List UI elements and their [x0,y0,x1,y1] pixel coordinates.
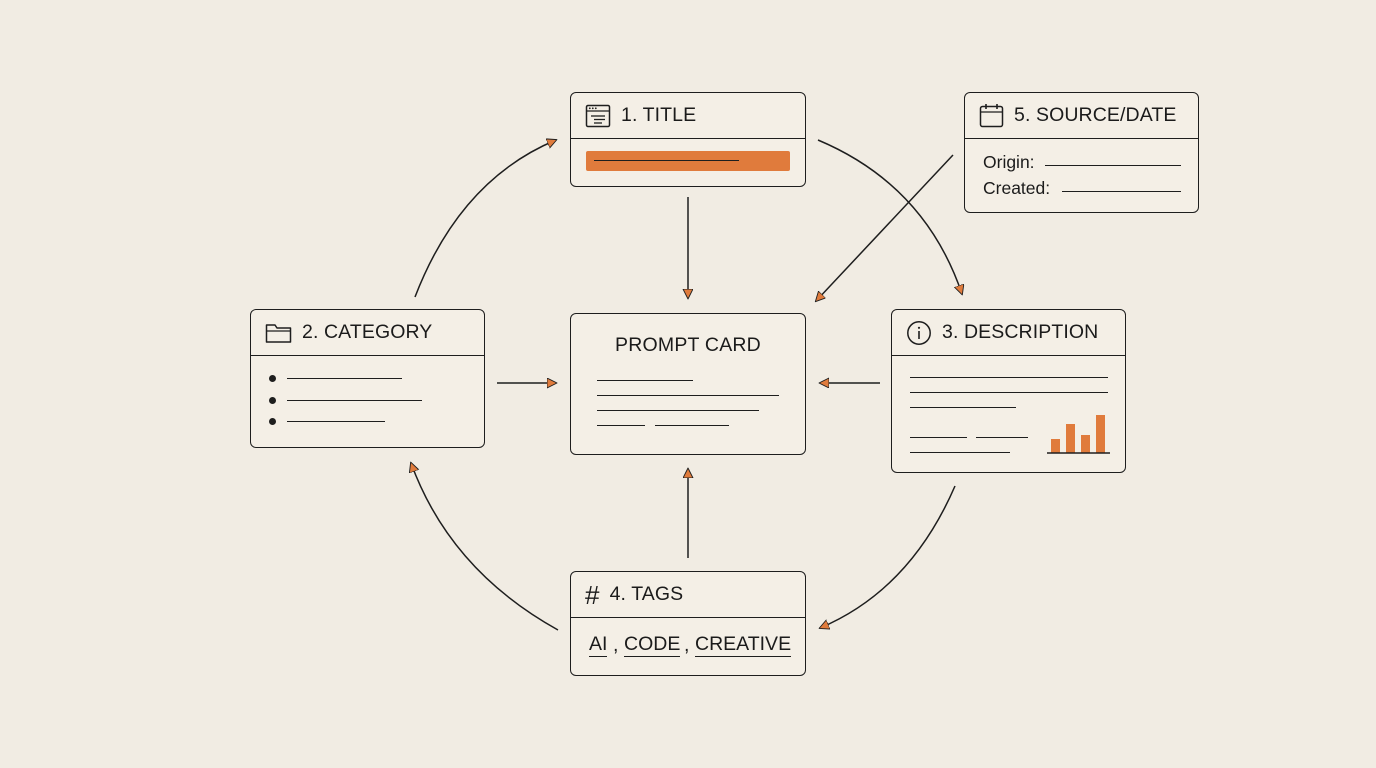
category-bullet [269,418,276,425]
prompt-card-line [597,395,779,396]
prompt-card-line [597,425,645,426]
bar-chart-icon [1047,415,1110,454]
title-input-bar[interactable] [586,151,790,171]
created-label: Created: [983,178,1051,198]
category-bullet [269,375,276,382]
description-line [910,392,1108,393]
category-item-line [287,400,422,401]
tag-separator: , [613,634,619,656]
prompt-card-line [597,410,759,411]
category-card[interactable]: 2. CATEGORY [250,309,485,448]
category-bullet [269,397,276,404]
tags-card-label: 4. TAGS [609,583,684,605]
category-card-header: 2. CATEGORY [251,310,484,356]
source-date-card-label: 5. SOURCE/DATE [1014,104,1177,126]
created-field-line[interactable] [1062,191,1181,192]
window-text-icon [585,104,611,127]
info-circle-icon [907,320,931,345]
category-item-line [287,421,385,422]
description-card-label: 3. DESCRIPTION [942,321,1099,343]
description-line [910,452,1010,453]
prompt-card-line [597,380,693,381]
arrow-title-to-description [817,139,962,294]
prompt-card-title: PROMPT CARD [615,334,761,356]
tag-creative[interactable]: CREATIVE [695,633,792,657]
arrow-tags-to-category [411,463,559,631]
hash-icon: # [585,579,600,610]
description-card[interactable]: 3. DESCRIPTION [891,309,1126,473]
description-line [976,437,1028,438]
origin-label: Origin: [983,152,1035,172]
origin-field-line[interactable] [1045,165,1181,166]
category-item-line [287,378,402,379]
description-card-header: 3. DESCRIPTION [892,310,1125,356]
title-card-header: 1. TITLE [571,93,805,139]
arrow-category-to-title [414,140,556,298]
title-input-line [594,160,739,161]
description-line [910,377,1108,378]
calendar-icon [979,104,1004,128]
category-card-label: 2. CATEGORY [302,321,433,343]
title-card-label: 1. TITLE [621,104,697,126]
arrow-source-to-center [816,154,954,301]
tag-ai[interactable]: AI [589,633,608,657]
description-line [910,407,1016,408]
description-line [910,437,967,438]
tag-code[interactable]: CODE [624,633,681,657]
source-date-card[interactable]: 5. SOURCE/DATE Origin: Created: [964,92,1199,213]
tag-separator: , [684,634,690,656]
folder-icon [265,323,292,343]
title-card[interactable]: 1. TITLE [570,92,806,187]
prompt-card-line [655,425,729,426]
tags-card-header: # 4. TAGS [571,572,805,618]
tags-card[interactable]: # 4. TAGS AI , CODE , CREATIVE [570,571,806,676]
source-date-card-header: 5. SOURCE/DATE [965,93,1198,139]
prompt-card[interactable]: PROMPT CARD [570,313,806,455]
arrow-description-to-tags [820,485,956,628]
